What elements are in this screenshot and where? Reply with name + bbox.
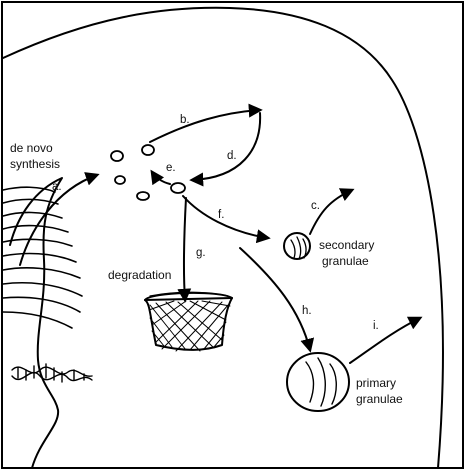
label-de-novo: de novo [10, 141, 53, 155]
label-secondary: secondary [319, 238, 374, 252]
label-degradation: degradation [108, 268, 171, 282]
step-c-label: c. [311, 199, 320, 213]
arrow-b [150, 110, 260, 142]
step-h-label: h. [302, 304, 312, 318]
arrow-i [350, 318, 420, 363]
arrow-g [184, 198, 186, 300]
label-secondary-granulae: granulae [322, 254, 369, 268]
nucleus-outline [10, 178, 62, 468]
dna-helix-icon [12, 364, 92, 382]
label-primary: primary [356, 376, 396, 390]
step-b-label: b. [180, 113, 190, 127]
label-primary-granulae: granulae [356, 392, 403, 406]
arrow-d [192, 113, 260, 180]
step-f-label: f. [218, 208, 224, 222]
step-a-label: a. [52, 180, 62, 194]
step-g-label: g. [196, 246, 206, 260]
step-i-label: i. [373, 319, 379, 333]
secondary-granule [284, 233, 310, 259]
label-synthesis: synthesis [10, 157, 60, 171]
arrow-f [183, 196, 268, 238]
primary-granule [287, 353, 349, 411]
arrow-h [240, 248, 310, 350]
step-d-label: d. [227, 149, 237, 163]
step-e-label: e. [166, 161, 176, 175]
degradation-basket-icon [145, 292, 232, 351]
